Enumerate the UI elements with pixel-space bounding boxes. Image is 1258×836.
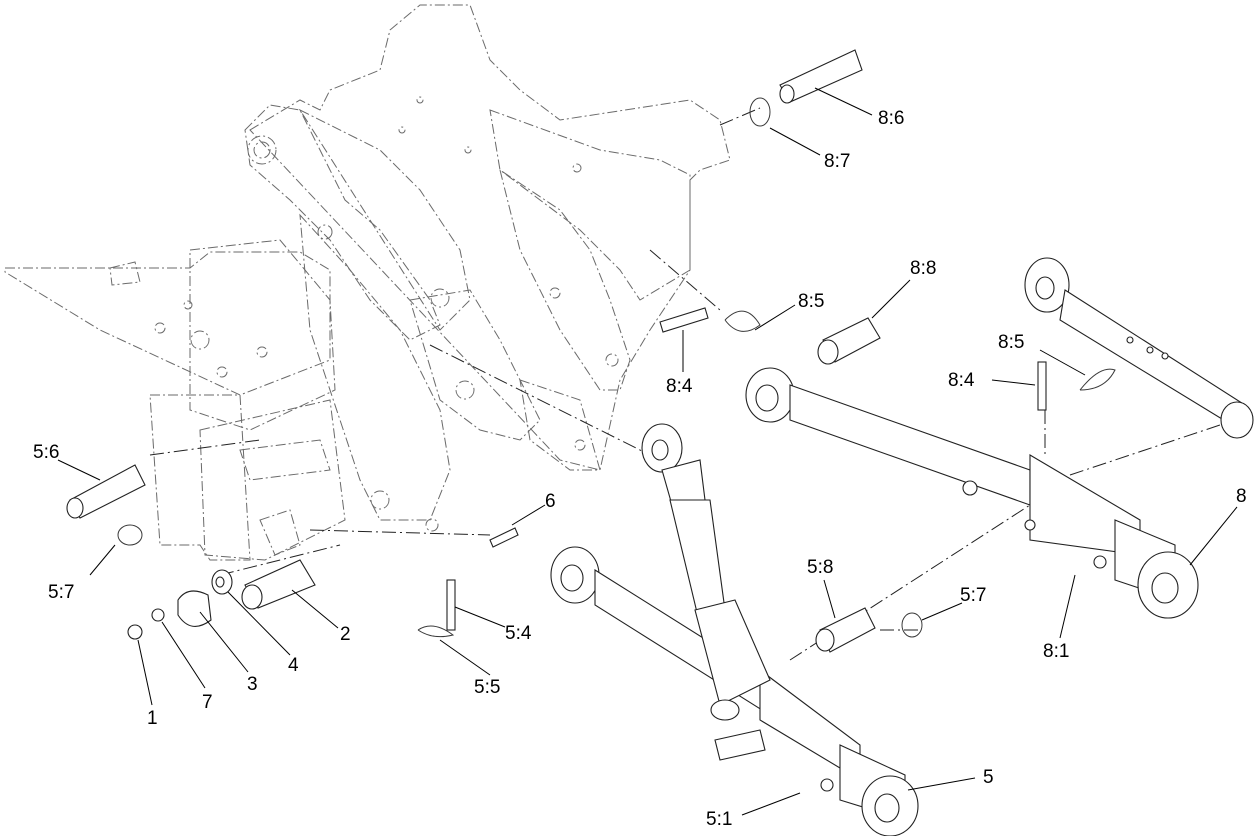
callout-5-4: 5:4 [505, 623, 532, 644]
callout-5-5: 5:5 [474, 677, 500, 698]
tractor-frame-reference [4, 4, 731, 561]
callout-8-1: 8:1 [1043, 641, 1069, 662]
callout-5: 5 [983, 767, 994, 788]
callout-5-8: 5:8 [807, 557, 833, 578]
alignment-lines [149, 107, 1236, 661]
callout-8-5-upper: 8:5 [798, 291, 824, 312]
lift-rod-right [1024, 257, 1254, 439]
top-link [641, 423, 771, 721]
callout-8-5-right: 8:5 [998, 332, 1024, 353]
callout-5-1: 5:1 [706, 809, 732, 830]
callout-labels: 5:6 5:7 1 7 3 4 2 6 5:4 5:5 8:6 8:7 8:5 … [33, 108, 1247, 830]
lower-link-right [745, 367, 1199, 619]
callout-4: 4 [288, 655, 299, 676]
callout-8: 8 [1236, 486, 1247, 507]
callout-1: 1 [147, 708, 158, 729]
callout-5-7-right: 5:7 [960, 585, 986, 606]
callout-8-4-upper: 8:4 [666, 376, 693, 397]
callout-8-8: 8:8 [910, 258, 936, 279]
callout-8-4-right: 8:4 [948, 370, 975, 391]
callout-2: 2 [340, 624, 351, 645]
leader-lines [57, 87, 1238, 816]
callout-6: 6 [545, 491, 556, 512]
callout-3: 3 [247, 674, 258, 695]
callout-8-6: 8:6 [878, 108, 904, 129]
callout-8-7: 8:7 [824, 151, 850, 172]
small-parts [66, 49, 1116, 653]
callout-7: 7 [202, 692, 213, 713]
callout-5-7-left: 5:7 [48, 582, 74, 603]
callout-5-6: 5:6 [33, 442, 59, 463]
